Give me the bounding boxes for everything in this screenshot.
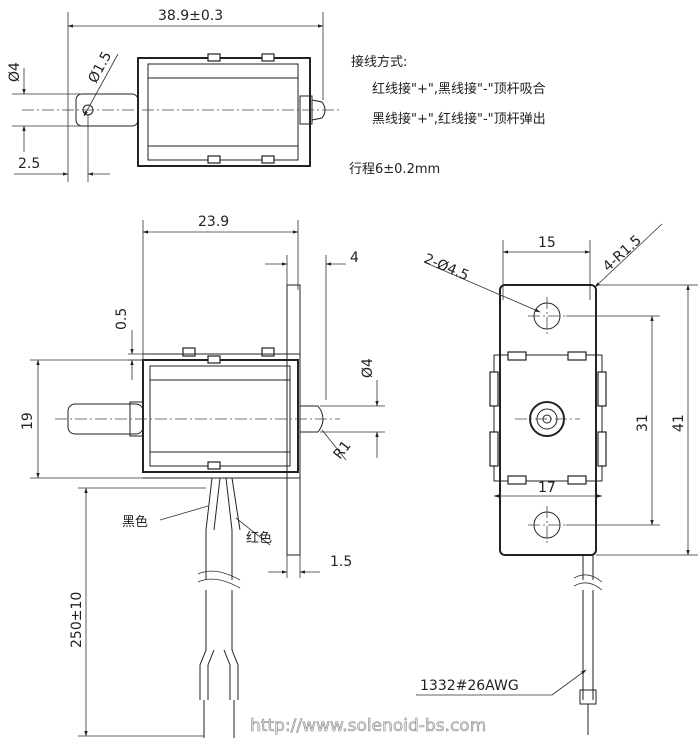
wiring-title: 接线方式: xyxy=(351,54,407,70)
stroke-label: 行程6±0.2mm xyxy=(349,162,440,177)
hole-spacing-height-label: 31 xyxy=(635,414,651,432)
wire-spec-label: 1332#26AWG xyxy=(420,678,519,694)
body-length-label: 23.9 xyxy=(198,214,229,230)
plunger-dia-label: Ø4 xyxy=(360,358,376,378)
body-width-label: 17 xyxy=(538,480,556,496)
front-view: 15 17 2-Ø4.5 4-R1.5 xyxy=(416,223,698,735)
body-height-label: 19 xyxy=(20,412,36,430)
black-wire-label: 黑色 xyxy=(122,514,148,530)
watermark-url: http://www.solenoid-bs.com xyxy=(250,716,486,736)
bracket-thickness-label: 0.5 xyxy=(114,308,130,330)
radius-front-label: R1 xyxy=(331,438,355,463)
top-view: 38.9±0.3 Ø4 Ø1.5 2.5 xyxy=(7,8,340,182)
plate-height-label: 41 xyxy=(671,414,687,432)
corner-radius-label: 4-R1.5 xyxy=(600,232,645,275)
lead-length-label: 250±10 xyxy=(69,592,85,648)
red-wire-label: 红色 xyxy=(246,530,272,546)
hole-spacing-width-label: 15 xyxy=(538,235,556,251)
mount-holes-label: 2-Ø4.5 xyxy=(421,251,471,284)
bracket-width-label: 4 xyxy=(350,250,359,266)
plate-thickness-label: 1.5 xyxy=(330,554,352,570)
wiring-notes: 接线方式: 红线接"+",黑线接"-"顶杆吸合 黑线接"+",红线接"-"顶杆弹… xyxy=(349,54,546,177)
wiring-line-1: 红线接"+",黑线接"-"顶杆吸合 xyxy=(372,81,546,97)
wiring-line-2: 黑线接"+",红线接"-"顶杆弹出 xyxy=(372,111,546,127)
top-shaft-dia-label: Ø4 xyxy=(7,62,23,82)
offset-top-label: 2.5 xyxy=(18,156,40,172)
total-length-label: 38.9±0.3 xyxy=(158,8,223,24)
side-view: 23.9 4 0.5 19 xyxy=(20,214,385,738)
